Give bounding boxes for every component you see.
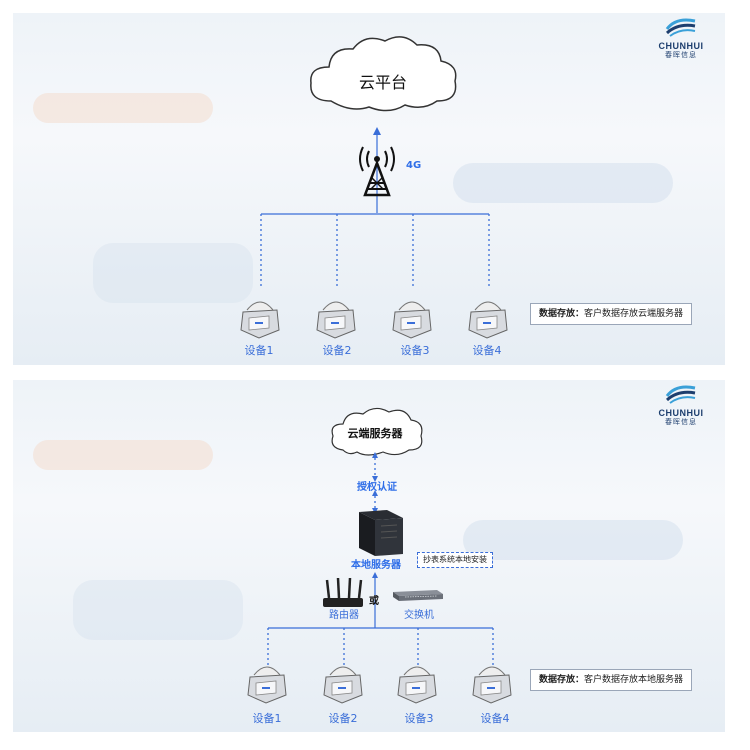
switch-label: 交换机	[404, 610, 434, 621]
cloud-4g-topology-panel: CHUNHUI 春晖信息 云平台 4G	[13, 13, 725, 365]
meter-icon	[240, 301, 280, 339]
background-blur	[453, 163, 673, 203]
signal-label: 4G	[406, 160, 422, 171]
local-server-label: 本地服务器	[351, 560, 401, 571]
device-label: 设备3	[400, 344, 430, 357]
background-blur	[33, 440, 213, 470]
data-storage-note: 数据存放：客户数据存放本地服务器	[530, 669, 693, 691]
brand-logo: CHUNHUI 春晖信息	[651, 382, 711, 432]
device-label: 设备4	[480, 712, 510, 725]
logo-icon	[665, 18, 696, 37]
router-icon	[323, 577, 363, 607]
router-label: 路由器	[329, 610, 359, 621]
device-label: 设备3	[404, 712, 434, 725]
cloud-platform-label: 云平台	[358, 73, 407, 92]
device-label: 设备1	[244, 344, 274, 357]
background-blur	[33, 93, 213, 123]
meter-icon	[316, 301, 356, 339]
brand-name-cn: 春晖信息	[665, 51, 697, 59]
tower-icon	[359, 146, 395, 197]
or-label: 或	[369, 596, 379, 607]
cloud-icon	[310, 36, 457, 112]
data-storage-note: 数据存放：客户数据存放云端服务器	[530, 303, 693, 325]
device-label: 设备2	[328, 712, 358, 725]
background-blur	[73, 580, 243, 640]
device-label: 设备1	[252, 712, 282, 725]
logo-icon	[665, 385, 696, 404]
meter-icon	[468, 301, 508, 339]
note-text: 客户数据存放云端服务器	[584, 309, 684, 319]
background-blur	[463, 520, 683, 560]
device-label: 设备4	[472, 344, 502, 357]
brand-name-cn: 春晖信息	[665, 418, 697, 426]
background-blur	[93, 243, 253, 303]
topology-lines	[267, 407, 494, 667]
device-label: 设备2	[322, 344, 352, 357]
auth-label: 授权认证	[357, 482, 397, 493]
brand-name-en: CHUNHUI	[658, 41, 704, 51]
meter-icon	[397, 666, 437, 704]
meter-icon	[392, 301, 432, 339]
meter-icon	[323, 666, 363, 704]
meter-icon	[472, 666, 512, 704]
local-server-topology-panel: CHUNHUI 春晖信息	[13, 380, 725, 732]
server-cabinet-icon	[359, 510, 403, 556]
switch-icon	[393, 590, 443, 601]
install-note: 抄表系统本地安装	[417, 552, 493, 568]
note-text: 客户数据存放本地服务器	[584, 675, 684, 685]
brand-logo: CHUNHUI 春晖信息	[651, 15, 711, 65]
meter-icon	[247, 666, 287, 704]
cloud-server-label: 云端服务器	[347, 427, 403, 440]
note-title: 数据存放：	[539, 309, 585, 319]
note-title: 数据存放：	[539, 675, 585, 685]
brand-name-en: CHUNHUI	[658, 408, 704, 418]
topology-lines	[260, 36, 490, 289]
